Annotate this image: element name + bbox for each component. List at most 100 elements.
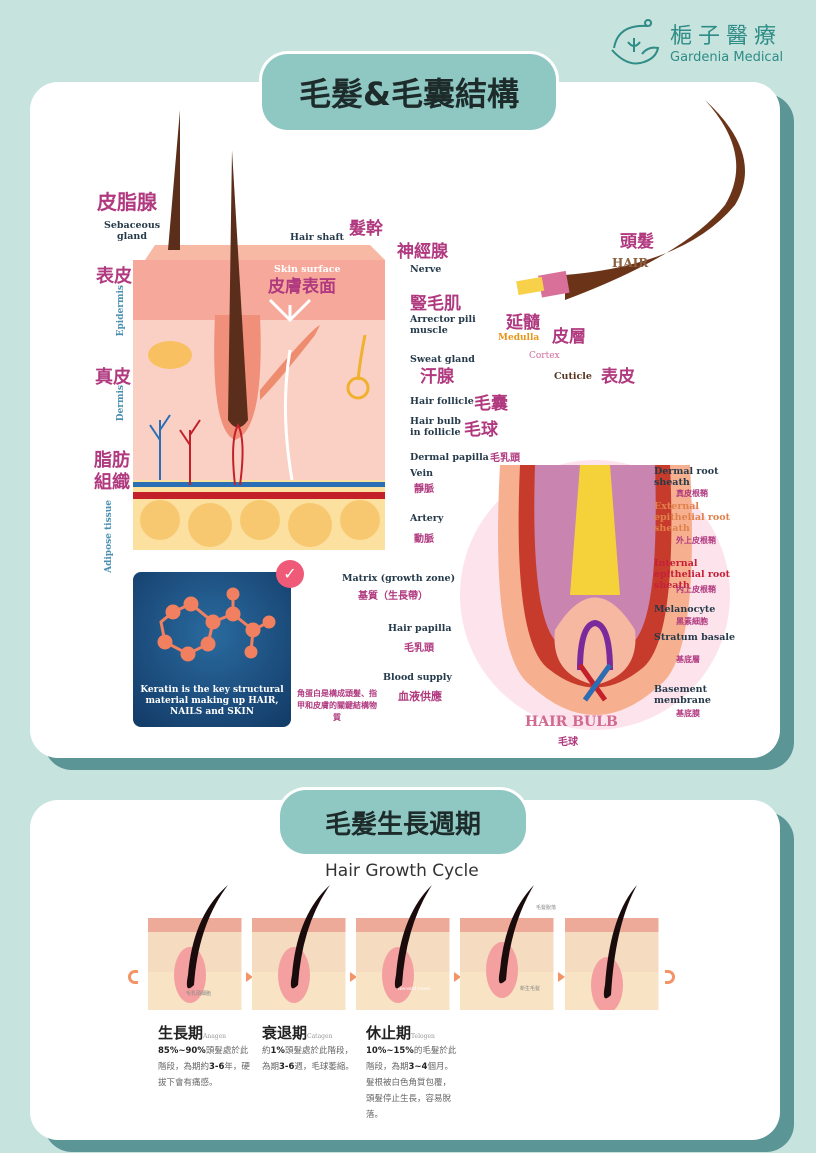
layer-adipose-zh: 脂肪組織 — [94, 450, 130, 493]
panel-label-papilla-cells: 毛乳頭細胞 — [186, 991, 212, 997]
growth-stage-panel — [148, 885, 245, 1010]
logo: 梔子醫療 Gardenia Medical — [608, 16, 808, 70]
label-nerve-zh: 神經腺 — [397, 242, 448, 262]
phase-title: 衰退期Catagen — [262, 1022, 354, 1043]
bulb-label-zh: 內上皮根鞘 — [676, 585, 716, 594]
label-hair-zh: 頭髮 — [620, 232, 654, 252]
growth-cycle-subtitle: Hair Growth Cycle — [325, 861, 479, 881]
label-sebaceous-en: Sebaceous gland — [104, 220, 161, 242]
bulb-label-en: Basement membrane — [654, 684, 711, 706]
phase-title: 休止期Telogen — [366, 1022, 458, 1043]
bulb-label-en: Dermal root sheath — [654, 466, 719, 488]
label-skin-surface-en: Skin surface — [274, 264, 341, 275]
keratin-caption-zh: 角蛋白是構成頭髮、指甲和皮膚的關鍵結構物質 — [297, 689, 377, 722]
phase-title: 生長期Anagen — [158, 1022, 250, 1043]
phase-percent: 85%~90% — [158, 1046, 206, 1056]
label-medulla-zh: 延髓 — [506, 313, 540, 333]
label-cortex-zh: 皮層 — [552, 327, 586, 347]
phase-text: 約 — [262, 1046, 271, 1056]
layer-adipose-en: Adipose tissue — [104, 500, 114, 573]
phase-percent: 1% — [270, 1046, 285, 1056]
arrow-right-icon — [246, 972, 253, 982]
phase-name-en: Catagen — [307, 1033, 333, 1040]
bulb-title-en: HAIR BULB — [525, 714, 618, 730]
label-cuticle-en: Cuticle — [554, 371, 592, 382]
label-artery-en: Artery — [410, 513, 444, 524]
label-medulla-en: Medulla — [498, 333, 540, 343]
label-blood-supply-zh: 血液供應 — [398, 690, 442, 703]
phase-text: 的毛髮於此階段，為期 — [366, 1046, 457, 1072]
phase-text: 個月。髮根被白色角質包覆，頭髮停止生長，容易脫落。 — [366, 1062, 453, 1120]
label-hair-bulb-zh: 毛球 — [464, 420, 498, 440]
label-sweat-gland-zh: 汗腺 — [420, 367, 454, 387]
growth-stage-panel — [460, 885, 557, 1010]
label-matrix-zh: 基質（生長帶） — [358, 591, 428, 602]
phase-text: 年，硬拔下會有痛感。 — [158, 1062, 250, 1088]
phase-description: 85%~90%頭髮處於此階段，為期約3-6年，硬拔下會有痛感。 — [158, 1043, 250, 1091]
bulb-title-zh: 毛球 — [558, 737, 578, 748]
label-matrix-en: Matrix (growth zone) — [342, 573, 456, 584]
label-hair-follicle-en: Hair follicle — [410, 396, 474, 407]
layer-dermis-zh: 真皮 — [95, 367, 131, 388]
panel-watermark: decend rossi — [398, 986, 431, 992]
bulb-label-zh: 基底層 — [676, 655, 700, 664]
gardenia-logo-icon — [611, 19, 660, 65]
label-nerve-en: Nerve — [410, 264, 442, 275]
phase-duration: 3-6 — [279, 1062, 295, 1072]
panel-label-new-hair: 新生毛髮 — [520, 986, 541, 992]
phase-name-zh: 衰退期 — [262, 1024, 308, 1042]
bulb-label-en: Internal epithelial root sheath — [654, 558, 730, 591]
bulb-label-en: Stratum basale — [654, 632, 736, 643]
bulb-label-zh: 基底膜 — [676, 709, 700, 718]
label-hair-papilla-en: Hair papilla — [388, 623, 452, 634]
growth-phase-catagen: 衰退期Catagen 約1%頭髮處於此階段，為期3-6週，毛球萎縮。 — [262, 1022, 354, 1075]
bulb-label-zh: 黑素細胞 — [676, 617, 708, 626]
label-cortex-en: Cortex — [529, 351, 560, 361]
growth-phase-telogen: 休止期Telogen 10%~15%的毛髮於此階段，為期3~4個月。髮根被白色角… — [366, 1022, 458, 1123]
phase-duration: 3~4 — [408, 1062, 428, 1072]
logo-text-zh: 梔子醫療 — [670, 24, 783, 49]
molecule-icon — [157, 587, 276, 662]
growth-stage-panel — [252, 885, 349, 1010]
phase-description: 約1%頭髮處於此階段，為期3-6週，毛球萎縮。 — [262, 1043, 354, 1075]
phase-name-en: Telogen — [411, 1033, 435, 1040]
label-hair-bulb-en: Hair bulb in follicle — [410, 416, 461, 438]
label-hair-papilla-zh: 毛乳頭 — [404, 643, 434, 654]
phase-text: 頭髮處於此階段，為期 — [262, 1046, 353, 1072]
phase-name-zh: 生長期 — [158, 1024, 204, 1042]
hair-strand-illustration — [516, 100, 745, 300]
keratin-box: Keratin is the key structural material m… — [133, 572, 291, 727]
label-sweat-gland-en: Sweat gland — [410, 354, 475, 365]
label-artery-zh: 動脈 — [414, 534, 434, 545]
check-icon: ✓ — [276, 560, 304, 588]
growth-stage-panel — [356, 885, 453, 1010]
label-blood-supply-en: Blood supply — [383, 672, 452, 683]
phase-name-zh: 休止期 — [366, 1024, 412, 1042]
layer-dermis-en: Dermis — [116, 385, 126, 422]
panel-label-hair-shedding: 毛髮脫落 — [536, 905, 557, 911]
label-dermal-papilla-zh: 毛乳頭 — [490, 453, 520, 464]
bulb-label-zh: 真皮根鞘 — [676, 489, 708, 498]
cycle-arrow-end-icon — [665, 970, 675, 984]
logo-text-en: Gardenia Medical — [670, 50, 784, 65]
arrow-right-icon — [454, 972, 461, 982]
label-cuticle-zh: 表皮 — [601, 367, 635, 387]
structure-title: 毛髮&毛囊結構 — [262, 54, 556, 130]
label-hair-shaft-en: Hair shaft — [290, 232, 344, 243]
growth-cycle-title: 毛髮生長週期 — [280, 790, 526, 854]
label-skin-surface-zh: 皮膚表面 — [268, 277, 336, 297]
label-arrector-en: Arrector pili muscle — [410, 314, 476, 336]
arrow-right-icon — [350, 972, 357, 982]
label-hair-shaft-zh: 髮幹 — [349, 219, 383, 239]
label-vein-en: Vein — [410, 468, 434, 479]
bulb-label-zh: 外上皮根鞘 — [676, 536, 716, 545]
label-arrector-zh: 豎毛肌 — [410, 294, 461, 314]
cycle-arrow-start-icon — [128, 970, 138, 984]
layer-epidermis-en: Epidermis — [116, 285, 126, 337]
phase-description: 10%~15%的毛髮於此階段，為期3~4個月。髮根被白色角質包覆，頭髮停止生長，… — [366, 1043, 458, 1123]
phase-duration: 3-6 — [209, 1062, 225, 1072]
growth-stage-panel — [565, 885, 662, 1010]
growth-phase-anagen: 生長期Anagen 85%~90%頭髮處於此階段，為期約3-6年，硬拔下會有痛感… — [158, 1022, 250, 1091]
bulb-label-en: External epithelial root sheath — [654, 501, 730, 534]
phase-text: 頭髮處於此階段，為期約 — [158, 1046, 249, 1072]
